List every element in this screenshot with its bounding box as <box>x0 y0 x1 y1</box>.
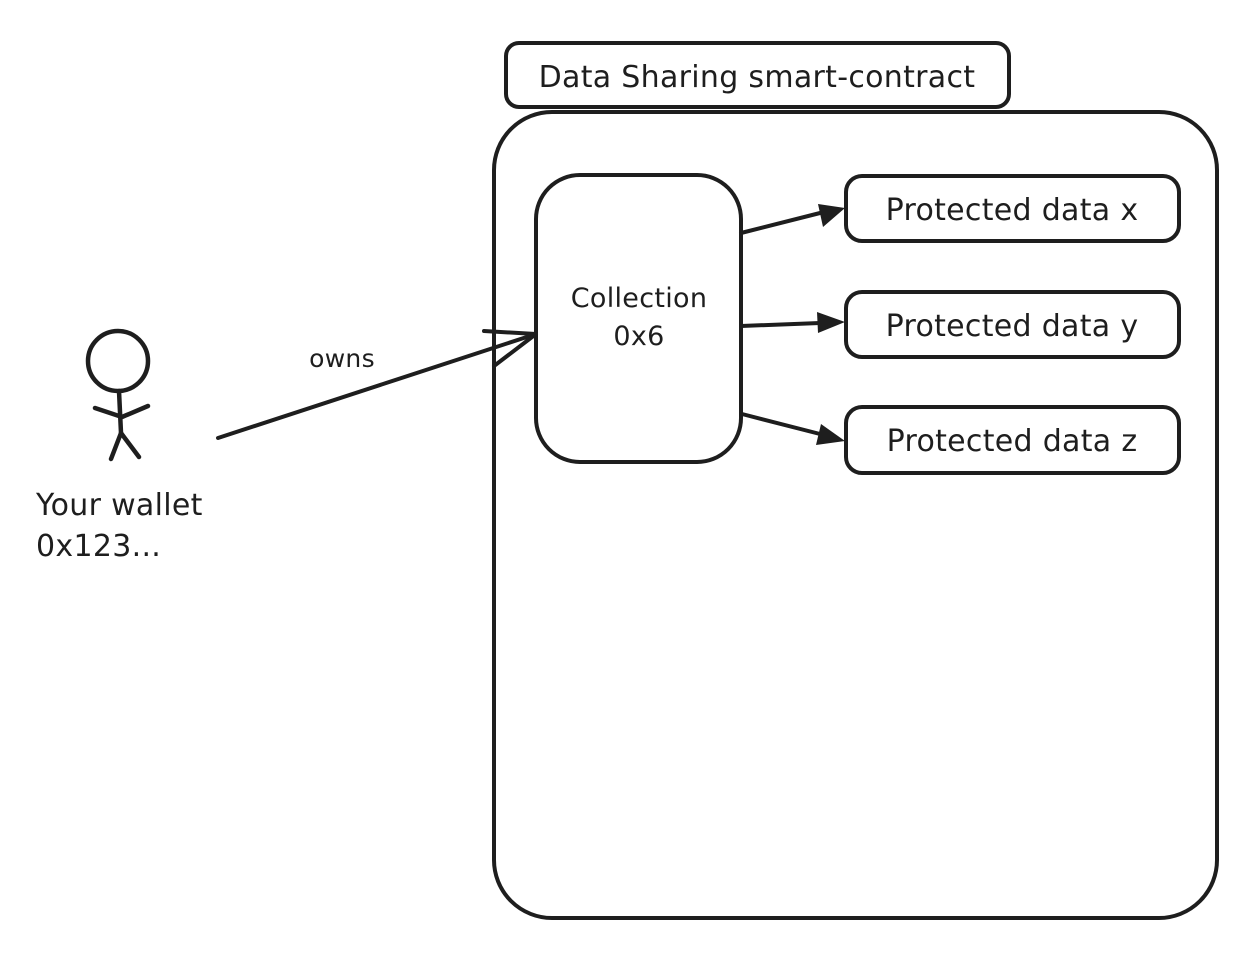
owns-arrow <box>216 329 538 440</box>
protected-data-z-box <box>844 405 1181 475</box>
arrow-to-x-head <box>818 204 845 227</box>
owns-arrowhead <box>482 329 538 368</box>
protected-data-y-box <box>844 290 1181 359</box>
owns-arrow-label: owns <box>309 344 375 373</box>
diagram-shapes <box>85 41 1219 920</box>
actor-arms <box>92 403 151 420</box>
protected-data-y-label: Protected data y <box>886 309 1139 344</box>
wallet-label-line2: 0x123... <box>36 529 161 564</box>
wallet-actor-figure <box>85 328 151 462</box>
protected-data-x-label: Protected data x <box>886 193 1139 228</box>
protected-data-z-label: Protected data z <box>887 424 1138 459</box>
smart-contract-title: Data Sharing smart-contract <box>539 60 976 95</box>
arrow-to-y-shaft <box>739 321 822 328</box>
arrow-to-z-head <box>816 424 845 445</box>
smart-contract-title-box <box>504 41 1011 109</box>
actor-legs <box>108 430 142 462</box>
collection-label-line2: 0x6 <box>613 321 664 352</box>
actor-body <box>116 388 124 436</box>
wallet-label-line1: Your wallet <box>35 488 203 523</box>
protected-data-x-box <box>844 174 1181 243</box>
collection-box <box>534 173 743 464</box>
arrow-to-y-head <box>817 312 845 333</box>
owns-arrow-shaft <box>216 332 538 440</box>
diagram-arrowheads <box>816 204 845 445</box>
actor-head <box>85 328 151 394</box>
arrow-to-x-shaft <box>739 210 826 235</box>
collection-label-line1: Collection <box>571 283 708 314</box>
arrow-to-z-shaft <box>740 412 822 436</box>
